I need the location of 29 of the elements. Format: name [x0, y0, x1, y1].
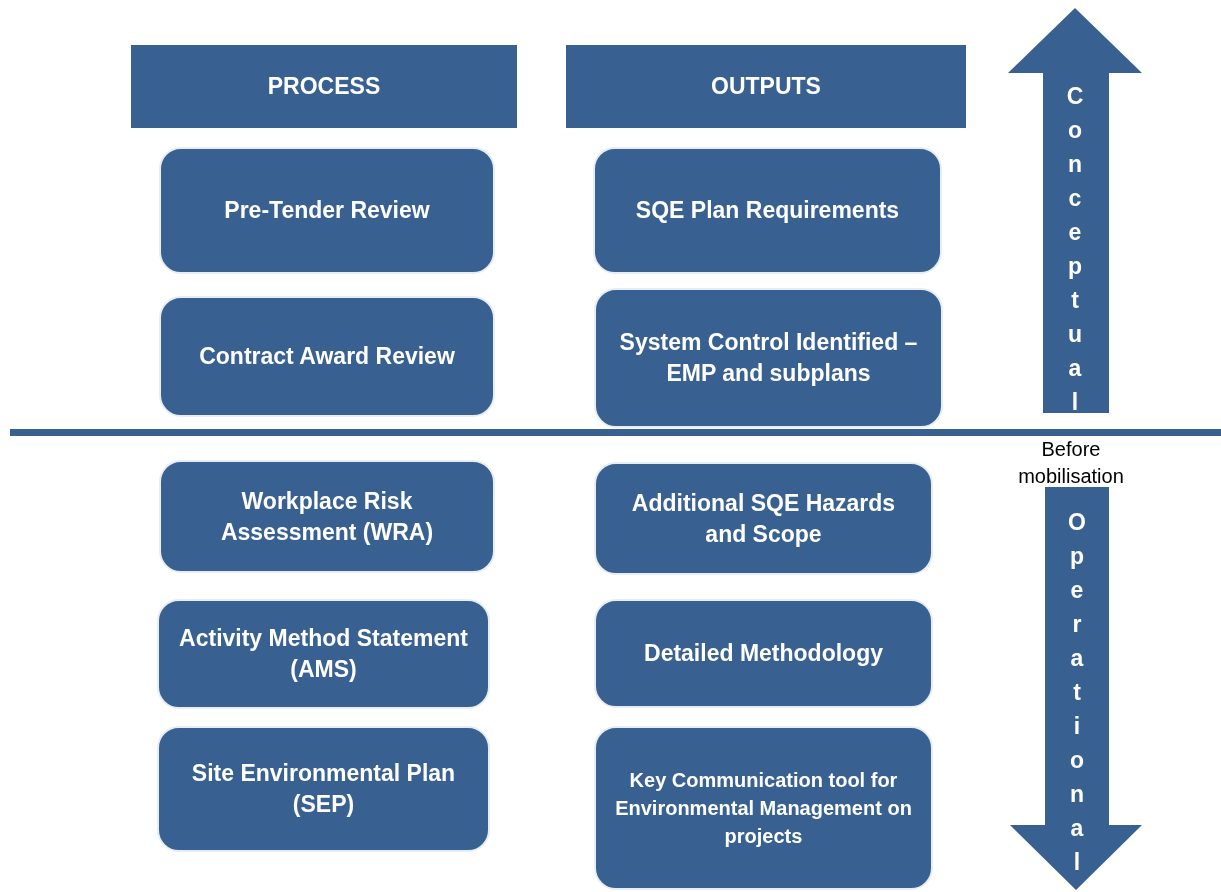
column-heading: PROCESS	[267, 72, 381, 101]
down-arrow	[1010, 487, 1142, 890]
arrow-label: Operational	[1063, 509, 1091, 883]
column-heading: OUTPUTS	[711, 72, 821, 101]
process-box	[157, 726, 490, 852]
box-text: SQE Plan Requirements	[635, 196, 900, 225]
process-box	[159, 147, 495, 274]
output-box	[594, 462, 933, 575]
box-text: Contract Award Review	[199, 342, 455, 371]
output-box	[593, 147, 942, 274]
box-text: Pre-Tender Review	[224, 196, 430, 225]
output-box	[594, 288, 943, 428]
box-text: Activity Method Statement (AMS)	[178, 624, 469, 684]
box-text: Additional SQE Hazards and Scope	[630, 488, 897, 549]
header-box	[566, 45, 966, 128]
box-text: Key Communication tool for Environmental Management on projects	[614, 768, 913, 849]
process-box	[159, 460, 495, 573]
output-box	[594, 726, 933, 890]
arrow-label: Conceptual	[1061, 83, 1089, 423]
up-arrow	[1008, 8, 1142, 413]
process-box	[157, 599, 490, 709]
box-text: Workplace Risk Assessment (WRA)	[219, 486, 435, 547]
box-text: Site Environmental Plan (SEP)	[190, 759, 457, 819]
process-box	[159, 296, 495, 417]
header-box	[131, 45, 517, 128]
output-box	[594, 599, 933, 708]
box-text: Detailed Methodology	[644, 639, 883, 668]
note-text: Before mobilisation	[1017, 437, 1125, 489]
box-text: System Control Identified –EMP and subplans	[618, 328, 919, 388]
